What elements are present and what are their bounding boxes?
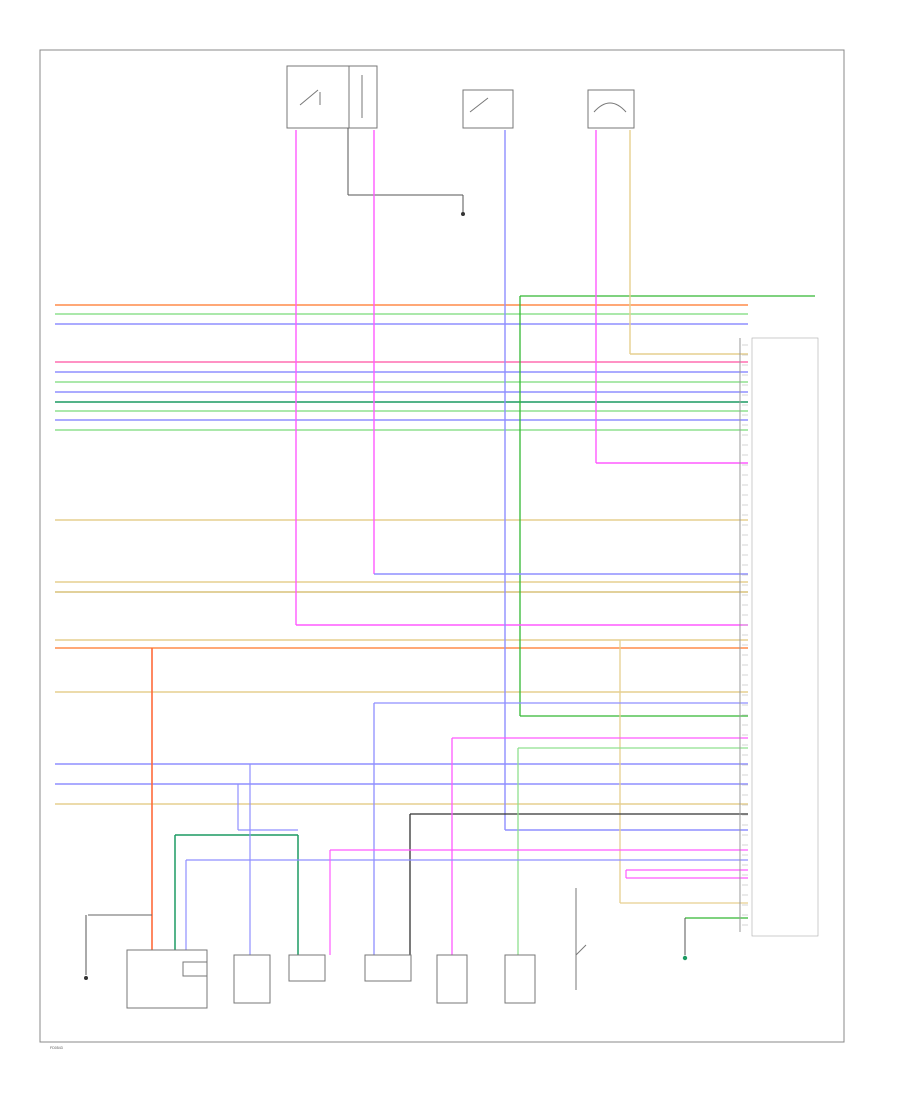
diagram-border bbox=[39, 49, 845, 1043]
sensor-component-3 bbox=[587, 89, 635, 129]
pin-ticks bbox=[742, 344, 748, 926]
component-box-6 bbox=[504, 954, 536, 1004]
ground-symbol-top bbox=[347, 128, 465, 216]
ground-symbol-left bbox=[84, 915, 88, 980]
fuel-pump-relay bbox=[126, 949, 208, 1009]
pcm-connector bbox=[739, 337, 819, 937]
component-box-5 bbox=[436, 954, 468, 1004]
bus-lines bbox=[55, 295, 815, 805]
connector-bottom-right bbox=[682, 918, 688, 961]
component-box-3 bbox=[288, 954, 326, 982]
footer-code: FD0543 bbox=[50, 1046, 63, 1050]
switch-component-1 bbox=[286, 65, 378, 129]
vertical-wires bbox=[88, 130, 748, 955]
switch-component-bottom bbox=[575, 888, 587, 990]
switch-component-2 bbox=[462, 89, 514, 129]
component-box-2 bbox=[233, 954, 271, 1004]
component-box-4 bbox=[364, 954, 412, 982]
